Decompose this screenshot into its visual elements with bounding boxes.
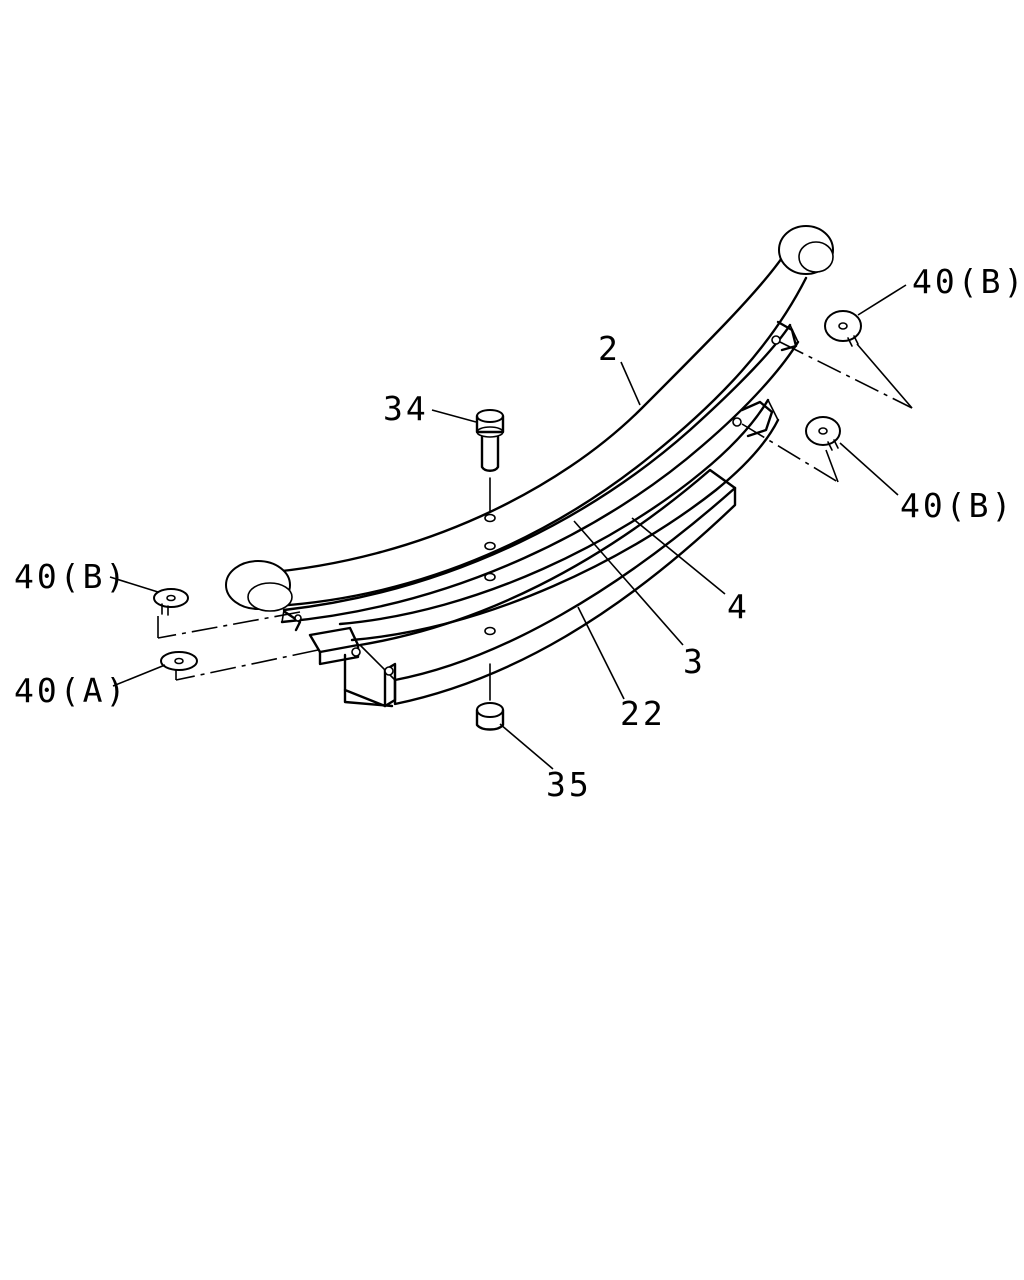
center-bolt-holes xyxy=(484,513,496,636)
nut-part-35 xyxy=(475,663,505,731)
callout-3: 3 xyxy=(683,642,706,681)
callout-34: 34 xyxy=(383,389,429,428)
callout-40b-top-right: 40(B) xyxy=(912,262,1024,301)
center-bolt-part-34 xyxy=(475,409,505,513)
spring-seat-bracket xyxy=(308,626,397,708)
callout-40a-left: 40(A) xyxy=(14,671,128,710)
main-leaf-part-2 xyxy=(225,225,834,612)
clip-rivet-40b-left xyxy=(153,588,189,616)
clip-rivet-40b-top-right xyxy=(824,310,862,347)
callout-35: 35 xyxy=(546,765,592,804)
washer-40a-left xyxy=(160,651,198,671)
callout-2: 2 xyxy=(598,329,621,368)
callout-40b-left: 40(B) xyxy=(14,557,128,596)
leaf-part-3 xyxy=(280,323,800,624)
callout-4: 4 xyxy=(727,587,750,626)
callout-leaders xyxy=(109,284,907,770)
rebound-clips xyxy=(283,320,798,632)
callout-40b-right: 40(B) xyxy=(900,486,1014,525)
clip-rivet-40b-right xyxy=(805,416,841,451)
callout-22: 22 xyxy=(620,694,666,733)
helper-leaf-part-22 xyxy=(358,468,737,706)
assembly-chain-lines xyxy=(157,341,913,681)
